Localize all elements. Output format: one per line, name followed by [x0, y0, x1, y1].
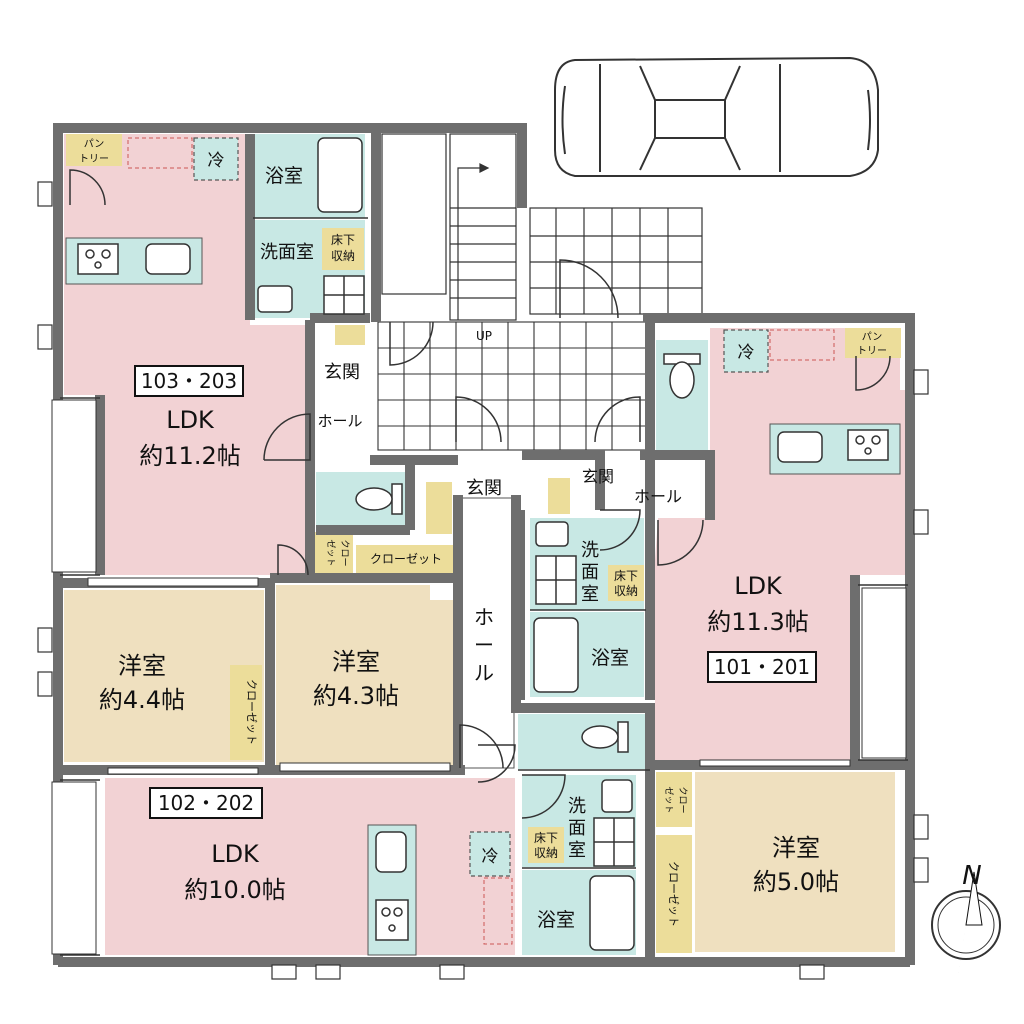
underfloor-102 — [528, 827, 564, 863]
stove-icon — [77, 243, 119, 275]
north-label: N — [962, 861, 981, 891]
pantry-103-2: トリー — [79, 154, 109, 165]
unit-101-size: 約11.3帖 — [707, 608, 808, 636]
wash-101-label-3: 室 — [581, 584, 599, 605]
hall-102-label-3: ル — [474, 661, 494, 685]
entrance-103-label: 玄関 — [324, 362, 360, 383]
common-entry-tile — [377, 321, 647, 451]
wash-101-label-2: 面 — [581, 562, 599, 583]
hall-102-label-1: ホ — [474, 605, 494, 629]
toilet-icon — [355, 353, 701, 753]
windows — [51, 399, 907, 955]
washbasin-icon — [257, 285, 633, 813]
wash-103-label: 洗面室 — [260, 242, 314, 263]
underfloor-102-1: 床下 — [534, 831, 558, 845]
closet-101-label-1: クロー — [677, 786, 688, 813]
closet-western-c — [656, 835, 692, 953]
bath-103-label: 浴室 — [265, 165, 303, 187]
hall-102-label-2: ー — [474, 633, 494, 657]
sink-icon — [145, 243, 191, 275]
shoe-box-3 — [548, 478, 570, 514]
underfloor-101-2: 収納 — [614, 584, 638, 598]
western-b-size: 約4.3帖 — [313, 682, 399, 710]
closet-101-label-2: ゼット — [663, 786, 675, 813]
bath-101-label: 浴室 — [591, 647, 629, 669]
western-a-size: 約4.4帖 — [99, 686, 185, 714]
closet-103-label-2: ゼット — [325, 539, 337, 566]
western-b-name: 洋室 — [332, 648, 380, 676]
hall-101-label: ホール — [634, 487, 682, 506]
closet-western-b — [356, 545, 456, 573]
underfloor-102-2: 収納 — [534, 846, 558, 860]
stairs-up-label: UP — [476, 329, 492, 343]
dashed-areas — [127, 137, 835, 945]
shoe-box-1 — [335, 325, 365, 345]
western-c-size: 約5.0帖 — [753, 868, 839, 896]
unit-103-id-box — [134, 365, 244, 397]
closet-101 — [656, 772, 692, 827]
pantry-103-1: パン — [84, 138, 105, 150]
shoe-box-2 — [426, 482, 452, 534]
hall-103-label: ホール — [317, 412, 362, 430]
entrance-102-label: 玄関 — [466, 478, 502, 499]
stove-icon — [375, 899, 409, 941]
underfloor-103-2: 収納 — [331, 249, 355, 263]
exterior-tile-area — [529, 207, 703, 315]
exterior-door-marks — [37, 181, 929, 980]
pantry-101-1: パン — [862, 331, 883, 343]
unit-103-room: LDK — [166, 406, 215, 434]
door-swing-icon — [69, 169, 891, 819]
underfloor-101-1: 床下 — [614, 569, 638, 583]
closet-western-a — [230, 665, 262, 760]
compass-icon — [931, 871, 1001, 978]
underfloor-103 — [322, 228, 364, 270]
pantry-103 — [66, 134, 122, 166]
bathtub-icon — [317, 137, 635, 951]
closet-103 — [315, 532, 353, 574]
fridge-101-label: 冷 — [738, 343, 755, 363]
wash-101-label-1: 洗 — [581, 540, 599, 561]
wash-102-label-2: 面 — [568, 818, 586, 839]
closet-western-b-label: クローゼット — [370, 552, 442, 566]
stairs-icon — [381, 133, 517, 321]
central-hall-floor — [457, 497, 515, 769]
western-b-floor — [276, 585, 455, 765]
wall-thin-lines — [60, 217, 908, 956]
underfloor-101 — [608, 565, 644, 601]
unit-102-id-box — [149, 787, 263, 819]
pantry-101-2: トリー — [857, 346, 887, 357]
unit-102-room: LDK — [211, 840, 260, 868]
underfloor-103-1: 床下 — [331, 233, 355, 247]
fridge-space — [193, 137, 769, 877]
closet-western-c-label: クローゼット — [667, 861, 680, 927]
western-c-name: 洋室 — [772, 834, 820, 862]
sink-icon — [375, 831, 407, 873]
fridge-103-label: 冷 — [208, 151, 225, 171]
unit-102-id: 102・202 — [158, 791, 254, 815]
western-c-floor — [695, 772, 895, 952]
unit-101-id-box — [707, 651, 817, 683]
entrance-101-label: 玄関 — [582, 467, 614, 486]
wash-102-label-3: 室 — [568, 840, 586, 861]
unit-103-size: 約11.2帖 — [139, 442, 240, 470]
unit-101-room: LDK — [734, 572, 783, 600]
car-icon — [554, 56, 879, 177]
washing-machine-icon — [323, 275, 635, 867]
closet-103-label-1: クロー — [339, 539, 350, 566]
fridge-102-label: 冷 — [482, 847, 499, 867]
sink-icon — [777, 431, 823, 463]
western-a-name: 洋室 — [118, 652, 166, 680]
stove-icon — [847, 429, 889, 461]
unit-103-id: 103・203 — [141, 369, 237, 393]
wash-102-label-1: 洗 — [568, 796, 586, 817]
unit-102-size: 約10.0帖 — [184, 876, 285, 904]
bath-102-label: 浴室 — [537, 909, 575, 931]
pantry-101 — [845, 328, 901, 358]
unit-101-id: 101・201 — [714, 655, 810, 679]
closet-western-a-label: クローゼット — [245, 679, 258, 745]
